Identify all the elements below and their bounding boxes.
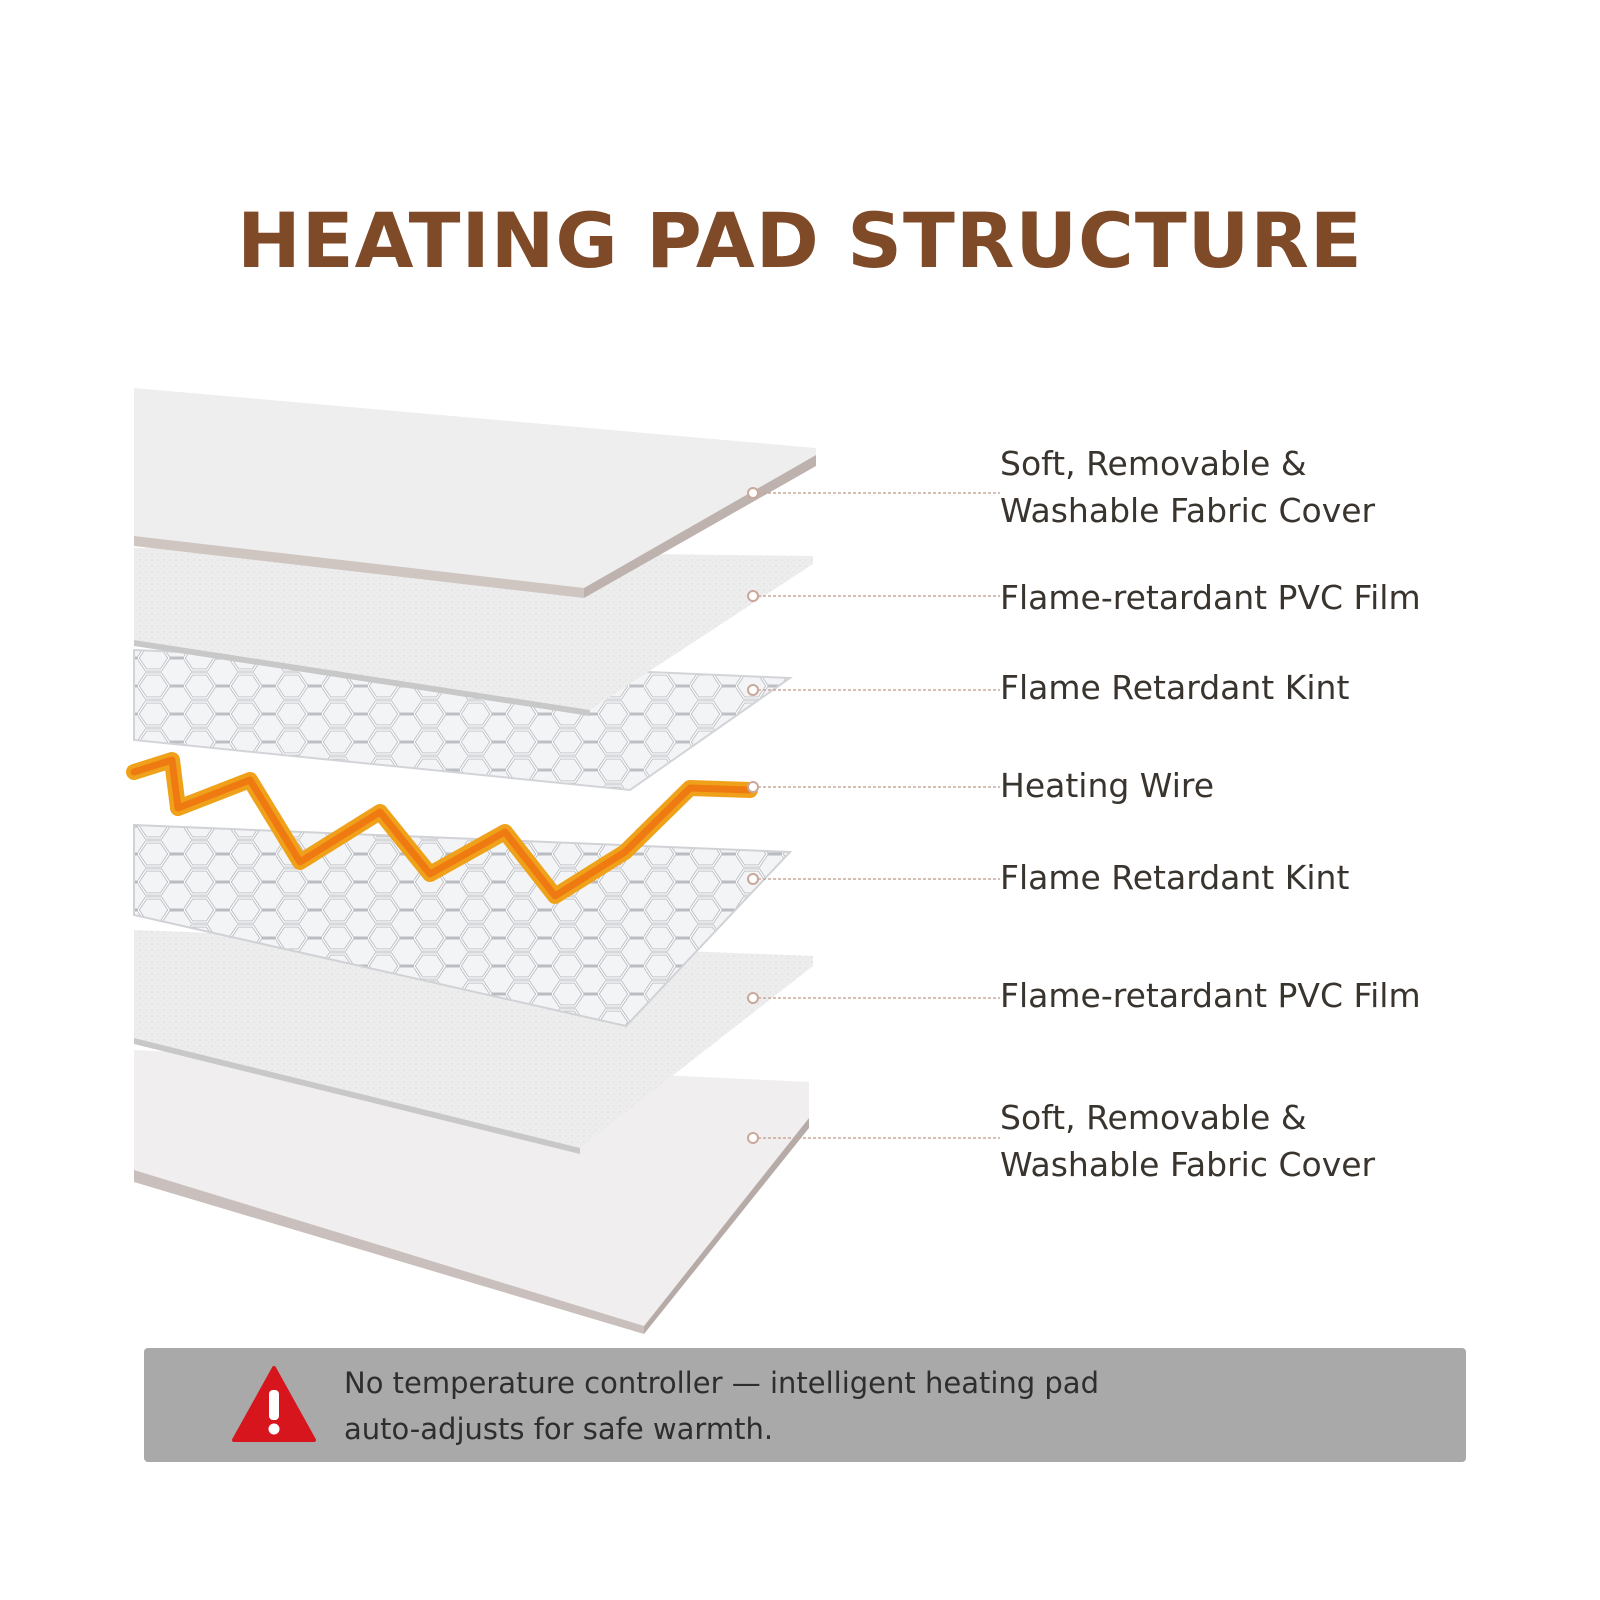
layer-label-line: Heating Wire (1000, 766, 1215, 805)
layer-label-line: Flame Retardant Kint (1000, 858, 1350, 897)
layer-label-line: Flame Retardant Kint (1000, 668, 1350, 707)
layer-label-line: Soft, Removable & (1000, 1098, 1307, 1137)
label-knit-top: Flame Retardant Kint (1000, 664, 1349, 711)
notice-banner: No temperature controller — intelligent … (144, 1348, 1466, 1462)
leader-dot (747, 992, 759, 1004)
top-pvc-film (134, 548, 813, 716)
label-pvc-film-bottom: Flame-retardant PVC Film (1000, 972, 1421, 1019)
leader-lines (747, 487, 1000, 1144)
page-title: HEATING PAD STRUCTURE (237, 196, 1363, 285)
notice-line: auto-adjusts for safe warmth. (344, 1412, 774, 1446)
leader-dot (747, 873, 759, 885)
bottom-knit-mesh (133, 823, 793, 1028)
layer-label-line: Washable Fabric Cover (1000, 1145, 1376, 1184)
label-heating-wire: Heating Wire (1000, 762, 1214, 809)
notice-text: No temperature controller — intelligent … (344, 1360, 1099, 1452)
notice-line: No temperature controller — intelligent … (344, 1366, 1099, 1400)
leader-dot (747, 1132, 759, 1144)
label-pvc-film-top: Flame-retardant PVC Film (1000, 574, 1421, 621)
label-fabric-cover-top: Soft, Removable & Washable Fabric Cover (1000, 440, 1375, 534)
layer-diagram (126, 388, 1000, 1334)
layer-label-line: Soft, Removable & (1000, 444, 1307, 483)
layer-label-line: Flame-retardant PVC Film (1000, 976, 1421, 1015)
heating-wire (126, 752, 758, 904)
leader-dot (747, 487, 759, 499)
label-knit-bottom: Flame Retardant Kint (1000, 854, 1349, 901)
label-fabric-cover-bottom: Soft, Removable & Washable Fabric Cover (1000, 1094, 1375, 1188)
layer-label-line: Flame-retardant PVC Film (1000, 578, 1421, 617)
warning-triangle-icon (232, 1366, 316, 1442)
layer-label-line: Washable Fabric Cover (1000, 491, 1376, 530)
leader-dot (747, 590, 759, 602)
leader-dot (747, 684, 759, 696)
bottom-fabric-cover (134, 1050, 809, 1334)
leader-dot (747, 781, 759, 793)
